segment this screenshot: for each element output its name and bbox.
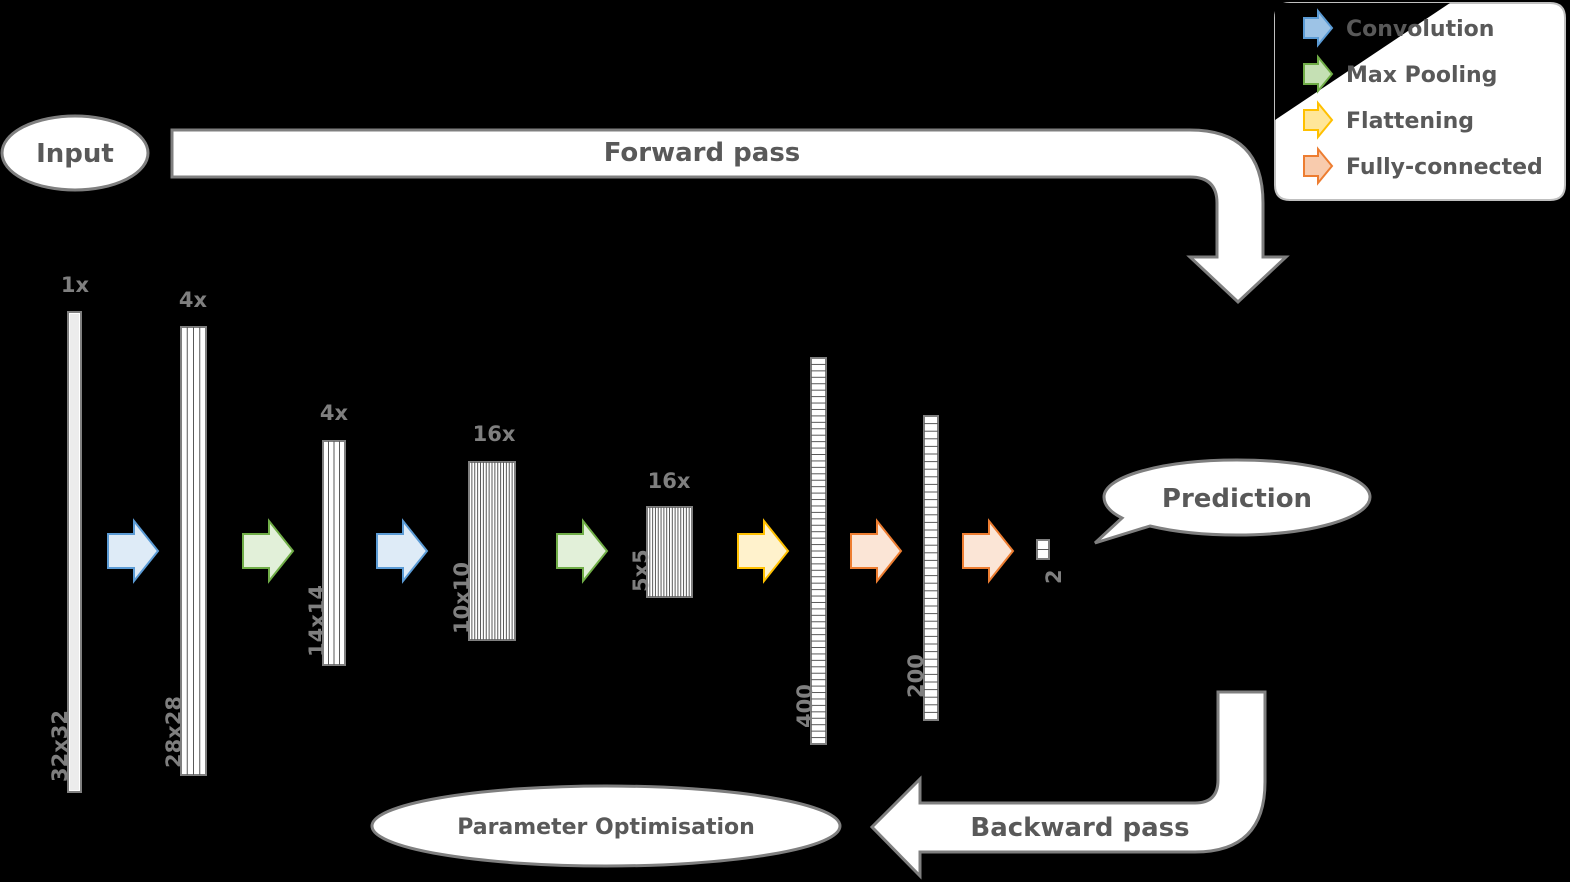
layer-size-label: 200 [904,654,928,698]
layer-size-label: 400 [793,684,817,728]
step-arrow-icon [850,518,903,584]
prediction-bubble: Prediction [1093,458,1372,545]
layer-2: 4x 28x28 [162,288,208,776]
legend-item: Convolution [1303,8,1494,48]
legend-arrow-icon [1303,8,1334,48]
layer-8: 2 [1036,539,1066,584]
forward-pass-label: Forward pass [604,138,801,168]
layer-count-label: 16x [648,469,691,493]
layers: 1x 32x32 4x 28x28 4x 14x14 16x 10x10 16x 5x5 400 20… [48,273,1066,793]
layer-5: 16x 5x5 [629,469,693,598]
layer-count-label: 1x [61,273,90,297]
legend-arrow-icon [1303,100,1334,140]
legend-item: Fully-connected [1303,146,1543,186]
layer-count-label: 16x [473,422,516,446]
legend-arrow-icon [1303,54,1334,94]
legend-label: Max Pooling [1346,63,1497,88]
step-arrow-icon [737,518,790,584]
layer-size-label: 14x14 [305,585,329,657]
layer-size-label: 2 [1042,569,1066,584]
layer-count-label: 4x [179,288,208,312]
legend-item: Flattening [1303,100,1474,140]
forward-pass-arrow: Forward pass [170,128,1290,305]
layer-size-label: 32x32 [48,710,72,782]
layer-1: 1x 32x32 [48,273,90,793]
input-label: Input [36,139,114,169]
layer-3: 4x 14x14 [305,401,349,666]
legend-label: Convolution [1346,17,1494,42]
legend-label: Fully-connected [1346,155,1543,180]
step-arrow-icon [376,518,429,584]
prediction-label: Prediction [1162,484,1312,514]
layer-7: 200 [904,415,939,721]
layer-6: 400 [793,357,827,745]
legend-item: Max Pooling [1303,54,1497,94]
layer-size-label: 28x28 [162,696,186,768]
legend-label: Flattening [1346,109,1474,134]
layer-count-label: 4x [320,401,349,425]
step-arrow-icon [242,518,295,584]
optimisation-label: Parameter Optimisation [457,815,755,840]
layer-size-label: 5x5 [629,549,653,592]
feature-map-fill [70,314,79,790]
backward-pass-arrow: Backward pass [869,690,1267,880]
legend-arrow-icon [1303,146,1334,186]
step-arrow-icon [962,518,1015,584]
layer-size-label: 10x10 [450,562,474,634]
optimisation-node: Parameter Optimisation [370,784,842,868]
step-arrow-icon [556,518,609,584]
backward-pass-label: Backward pass [970,813,1189,843]
input-node: Input [0,114,150,192]
step-arrows [107,518,1015,584]
layer-4: 16x 10x10 [450,422,516,641]
step-arrow-icon [107,518,160,584]
